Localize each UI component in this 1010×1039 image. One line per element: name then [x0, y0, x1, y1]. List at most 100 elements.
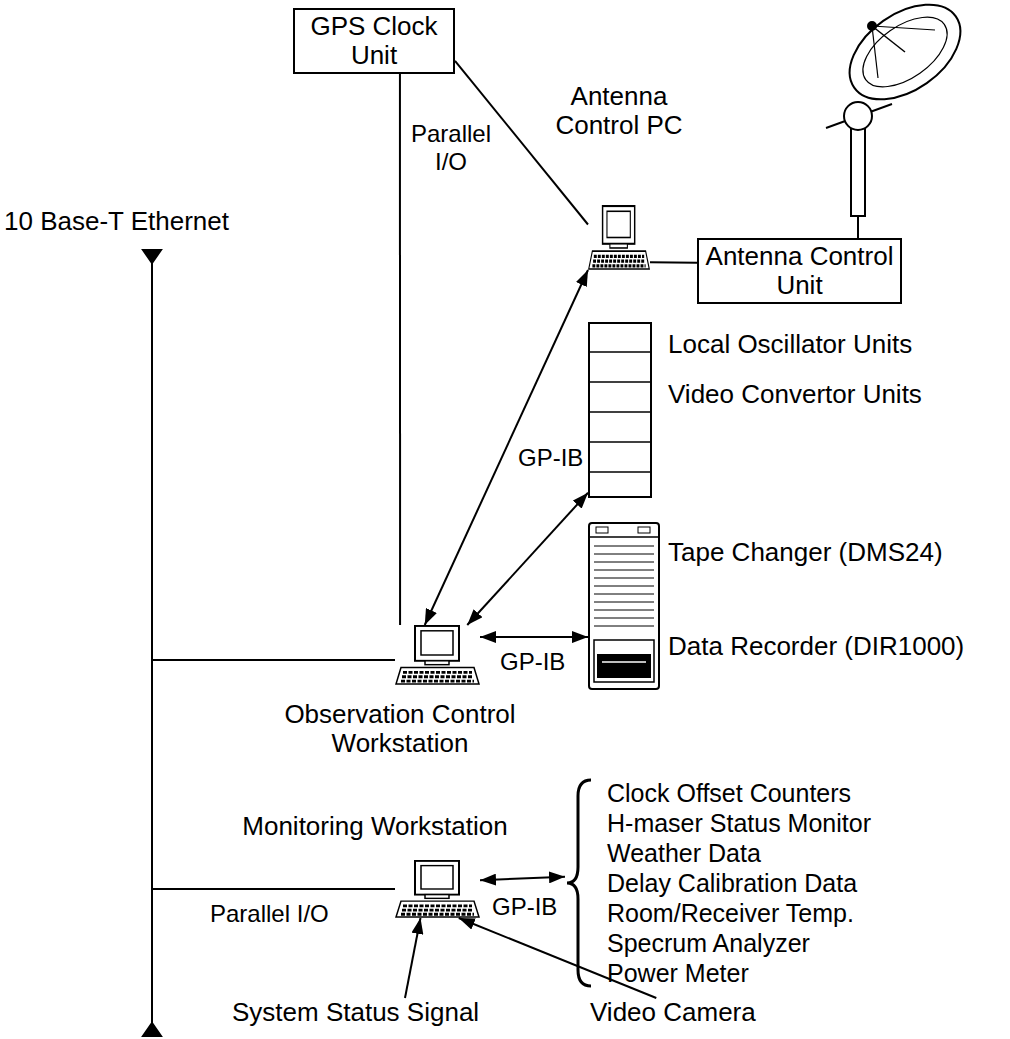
tape-rack: Tape Changer (DMS24)Data Recorder (DIR10… — [588, 522, 660, 690]
monitor — [415, 861, 459, 895]
computer-icon: Antenna Control PC — [588, 205, 650, 270]
rack-frame — [589, 323, 651, 497]
annotation-label: GP-IB — [500, 648, 565, 676]
node-text: GPS Clock Unit — [301, 12, 447, 70]
keyboard-keys — [593, 260, 645, 263]
monitor-stand — [610, 244, 628, 248]
node-text: Observation Control Workstation — [270, 700, 530, 758]
keyboard — [396, 901, 479, 917]
rack-shelf — [589, 411, 651, 413]
rack-shelf — [589, 351, 651, 353]
tape-slot — [594, 618, 654, 619]
ethernet-bus — [143, 250, 395, 1036]
curly-brace — [565, 778, 595, 988]
connector — [480, 877, 565, 881]
icon-drawing — [588, 205, 650, 270]
screen — [607, 211, 630, 237]
keyboard-keys — [402, 675, 473, 678]
keyboard-keys — [594, 255, 644, 258]
connector — [480, 636, 588, 638]
icon-drawing — [588, 322, 652, 498]
tape-slot — [594, 578, 654, 579]
signal-source: Video Camera — [590, 998, 756, 1027]
node-text: H-maser Status Monitor — [607, 808, 871, 838]
node-text: System Status Signal — [232, 998, 479, 1027]
antenna-strut — [872, 26, 878, 78]
keyboard-keys — [592, 264, 645, 267]
recorder-unit — [594, 640, 654, 682]
bus-branch — [152, 659, 395, 661]
recorder-slot — [602, 661, 646, 663]
rack-shelf — [589, 441, 651, 443]
control-unit-box: Antenna Control Unit — [697, 238, 902, 304]
node-text: Specrum Analyzer — [607, 928, 871, 958]
keyboard-keys — [403, 671, 472, 674]
screen — [421, 866, 453, 889]
bus-end-triangle — [143, 250, 161, 263]
rack-shelf — [589, 471, 651, 473]
workstation-icon: Observation Control Workstation — [395, 625, 480, 685]
connector — [405, 918, 421, 998]
tape-slot — [594, 546, 654, 547]
workstation-icon: Monitoring Workstation — [395, 860, 480, 918]
rack-frame — [589, 523, 659, 689]
connector — [425, 270, 588, 625]
keyboard-keys — [402, 909, 473, 912]
antenna-dish — [832, 0, 977, 119]
tape-slot — [594, 610, 654, 611]
keyboard — [589, 251, 650, 269]
keyboard — [396, 668, 479, 684]
tape-slot — [594, 602, 654, 603]
bus-branch — [152, 888, 395, 890]
tape-slot — [594, 554, 654, 555]
icon-drawing — [395, 625, 480, 685]
node-text: Monitoring Workstation — [235, 812, 515, 841]
brace-path — [567, 780, 591, 986]
annotation-label: Parallel I/O — [210, 900, 329, 928]
bus-end-triangle — [143, 1023, 161, 1036]
node-text: Video Camera — [590, 998, 756, 1027]
connector — [650, 261, 697, 264]
monitor-stand — [425, 661, 449, 665]
antenna-feed — [872, 26, 905, 52]
node-text: Clock Offset Counters — [607, 778, 871, 808]
monitor-stand — [425, 895, 449, 899]
antenna-mount — [844, 102, 872, 130]
antenna-feed-horn — [868, 22, 876, 30]
node-text: Weather Data — [607, 838, 871, 868]
tape-slot — [594, 570, 654, 571]
indicator — [638, 527, 650, 533]
icon-drawing — [395, 860, 480, 918]
antenna-dish-rim — [851, 3, 959, 101]
node-text: Room/Receiver Temp. — [607, 898, 871, 928]
node-text: Delay Calibration Data — [607, 868, 871, 898]
antenna-cable — [857, 214, 859, 239]
antenna-strut — [872, 26, 935, 30]
node-text: Data Recorder (DIR1000) — [668, 632, 964, 661]
annotation-label: GP-IB — [518, 444, 583, 472]
antenna-illustration — [826, 0, 978, 239]
node-text: Video Convertor Units — [668, 380, 922, 409]
tape-slot — [594, 586, 654, 587]
instrument-list: Clock Offset CountersH-maser Status Moni… — [565, 778, 871, 988]
recorder-door — [597, 654, 651, 678]
node-text: Antenna Control Unit — [705, 242, 894, 300]
monitor — [415, 626, 459, 661]
icon-drawing — [588, 522, 660, 690]
tape-slot — [594, 626, 654, 627]
annotation-label: Parallel I/O — [410, 120, 492, 176]
rack-shelf — [589, 381, 651, 383]
bus-line — [151, 256, 153, 1030]
keyboard-keys — [403, 904, 472, 907]
indicator — [596, 527, 608, 533]
monitor — [603, 206, 635, 244]
connector — [399, 74, 401, 625]
annotation-label: GP-IB — [492, 893, 557, 921]
annotation-label: 10 Base-T Ethernet — [4, 206, 229, 236]
connector — [467, 493, 588, 625]
antenna-pole — [851, 128, 865, 216]
node-text: Local Oscillator Units — [668, 330, 912, 359]
node-text: Power Meter — [607, 958, 871, 988]
